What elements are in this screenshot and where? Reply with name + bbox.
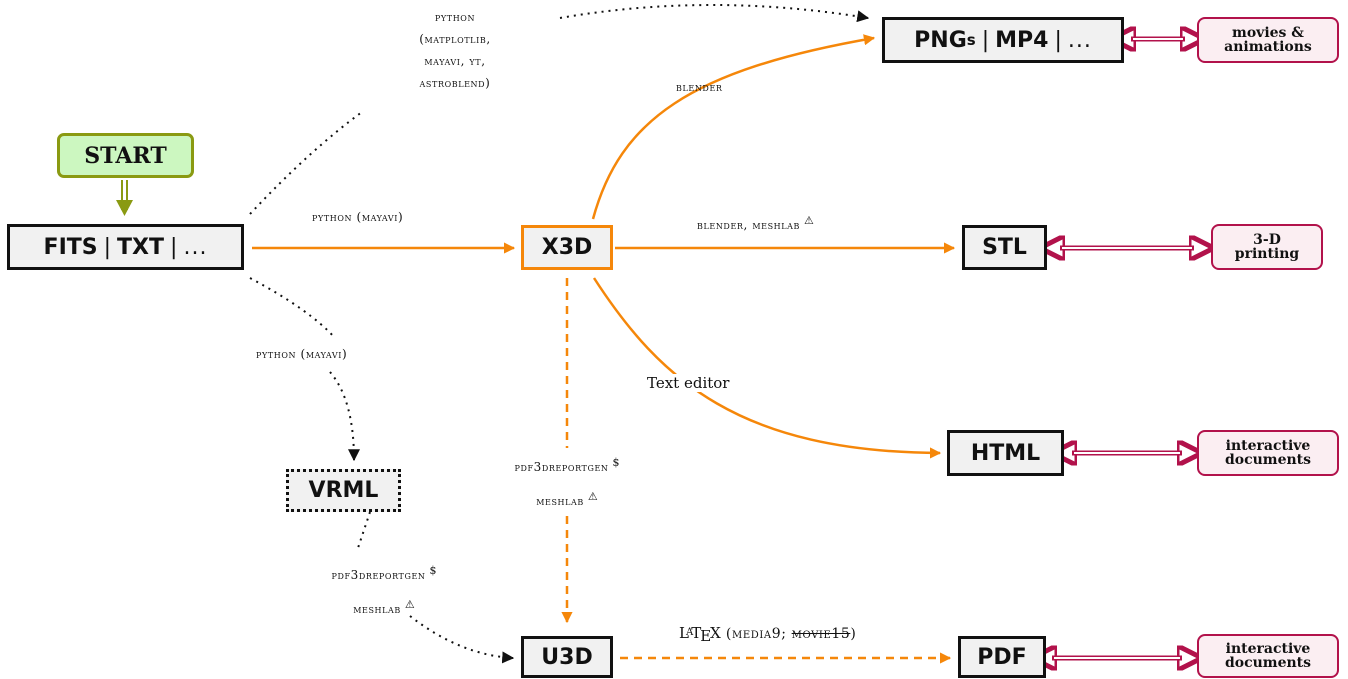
warning-icon: ⚠ xyxy=(404,598,415,611)
output-line: documents xyxy=(1224,655,1312,671)
output-line: animations xyxy=(1224,39,1312,55)
vrml-node: VRML xyxy=(286,469,401,512)
movies-animations-box: movies & animations xyxy=(1197,17,1339,63)
python-mayavi-x3d-label: python (mayavi) xyxy=(312,210,404,224)
label-line: pdf3dreportgen$ xyxy=(470,448,664,482)
stl-node: STL xyxy=(962,225,1047,270)
edge-vrml-to-label xyxy=(357,511,371,549)
latex-logo: LATEX xyxy=(679,624,721,645)
x3d-node: X3D xyxy=(521,225,613,270)
start-arrow xyxy=(116,180,133,216)
label-text: meshlab xyxy=(536,494,584,508)
output-line: interactive xyxy=(1225,641,1311,657)
pdf3d-meshlab-mid-label: pdf3dreportgen$ meshlab⚠ xyxy=(470,448,664,516)
more-label: ... xyxy=(1067,27,1092,53)
output-line: interactive xyxy=(1225,438,1311,454)
latex-package-open: (media9; xyxy=(725,626,787,642)
3d-printing-box: 3-D printing xyxy=(1211,224,1323,270)
label-text: pdf3dreportgen xyxy=(331,568,426,582)
output-line: movies & xyxy=(1232,25,1304,41)
interactive-documents-pdf-box: interactive documents xyxy=(1197,634,1339,678)
label-line: mayavi, yt, xyxy=(424,54,486,68)
label-line: (matplotlib, xyxy=(419,32,491,46)
label-line: pdf3dreportgen$ xyxy=(287,556,481,590)
edge-x3d-to-pngs xyxy=(591,34,876,220)
text-editor-label: Text editor xyxy=(647,374,730,392)
latex-label: LATEX (media9; movie15) xyxy=(679,624,856,645)
edge-fits-to-vrml xyxy=(249,277,336,339)
x3d-label: X3D xyxy=(541,235,593,260)
label-line: meshlab⚠ xyxy=(470,482,664,516)
separator: | xyxy=(103,234,112,260)
mp4-label: MP4 xyxy=(995,27,1049,53)
edge-python-to-pngs xyxy=(559,4,870,23)
blender-label: blender xyxy=(676,80,723,94)
fits-label: FITS xyxy=(43,234,98,260)
label-text: meshlab xyxy=(353,602,401,616)
more-label: ... xyxy=(183,234,208,260)
output-line: documents xyxy=(1224,452,1312,468)
pdf-node: PDF xyxy=(958,636,1046,678)
vrml-label: VRML xyxy=(308,478,379,503)
png-suffix: s xyxy=(966,31,976,49)
latex-letter: X xyxy=(710,624,721,642)
blender-meshlab-label: blender, meshlab ⚠ xyxy=(697,214,814,232)
html-label: HTML xyxy=(970,440,1041,466)
label-line: python xyxy=(434,10,476,24)
interactive-documents-html-box: interactive documents xyxy=(1197,430,1339,476)
latex-letter: T xyxy=(691,624,702,642)
python-mayavi-vrml-label: python (mayavi) xyxy=(256,347,348,361)
python-tools-label: python (matplotlib, mayavi, yt, astroble… xyxy=(375,6,535,94)
dollar-icon: $ xyxy=(429,564,437,577)
txt-label: TXT xyxy=(117,234,165,260)
start-label: START xyxy=(84,142,167,169)
latex-package-deprecated: movie15 xyxy=(791,626,851,642)
label-text: blender, meshlab xyxy=(697,218,800,232)
stl-label: STL xyxy=(982,235,1027,260)
warning-icon: ⚠ xyxy=(804,214,814,227)
separator: | xyxy=(170,234,178,260)
latex-package-close: ) xyxy=(850,626,857,642)
separator: | xyxy=(1054,27,1062,53)
source-formats-node: FITS | TXT | ... xyxy=(7,224,244,270)
start-node: START xyxy=(57,133,194,178)
html-node: HTML xyxy=(947,430,1064,476)
edge-fits-to-pngs xyxy=(249,111,363,215)
pdf-label: PDF xyxy=(977,644,1027,670)
output-line: 3-D xyxy=(1253,232,1281,248)
dollar-icon: $ xyxy=(612,456,620,469)
warning-icon: ⚠ xyxy=(587,490,598,503)
label-line: meshlab⚠ xyxy=(287,590,481,624)
edge-python-to-vrml xyxy=(329,371,360,462)
u3d-label: U3D xyxy=(541,644,593,670)
png-label: PNG xyxy=(914,27,967,53)
label-line: astroblend) xyxy=(419,76,491,90)
latex-letter: L xyxy=(679,624,689,642)
edge-x3d-to-html xyxy=(592,277,942,459)
output-line: printing xyxy=(1234,246,1300,262)
pdf3d-meshlab-left-label: pdf3dreportgen$ meshlab⚠ xyxy=(287,556,481,624)
latex-letter: E xyxy=(700,627,712,645)
label-text: pdf3dreportgen xyxy=(514,460,609,474)
latex-letter: A xyxy=(685,627,694,638)
separator: | xyxy=(981,27,990,53)
u3d-node: U3D xyxy=(521,636,613,678)
